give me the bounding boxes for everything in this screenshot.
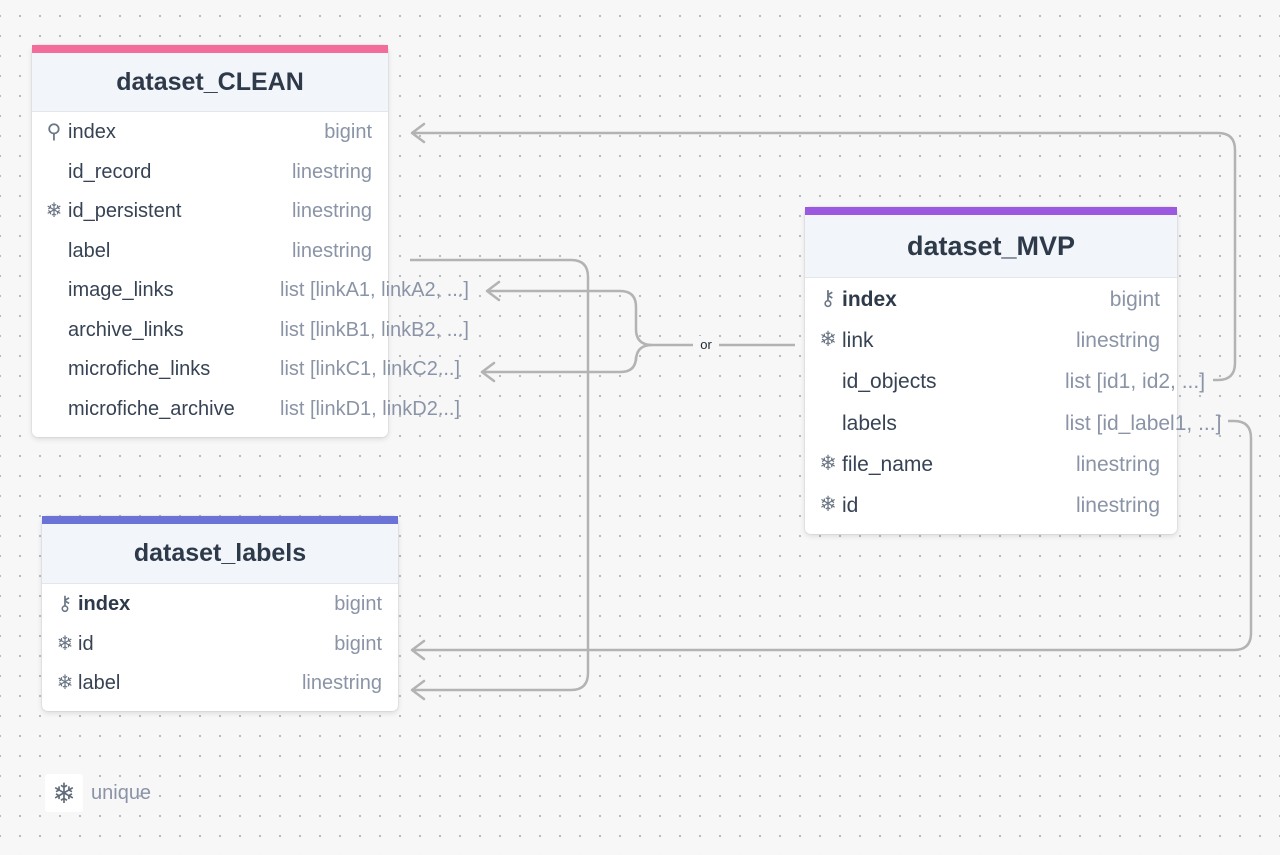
column-name: link: [842, 329, 874, 353]
column-name: id: [78, 632, 94, 655]
edge-arrowhead: [410, 639, 426, 661]
column-type: list [linkC1, linkC2...]: [280, 358, 461, 380]
key-icon: ⚷: [820, 287, 836, 311]
column-type: list [linkD1, linkD2...]: [280, 397, 461, 420]
column-row-microfiche-archive[interactable]: microfiche_archive list [linkD1, linkD2.…: [32, 389, 460, 429]
table-title: dataset_labels: [42, 524, 398, 584]
table-dataset-clean[interactable]: dataset_CLEAN ⚲ index bigint id_record l…: [32, 45, 469, 437]
edge-mvp-index-to-clean-index[interactable]: [412, 131, 1237, 382]
or-connector-label: or: [693, 336, 719, 354]
column-name: index: [78, 593, 131, 615]
column-name: archive_links: [68, 318, 184, 341]
column-type: linestring: [291, 160, 372, 183]
column-row-label[interactable]: ❄ label linestring: [42, 663, 398, 703]
table-rows: ⚲ index bigint id_record linestring ❄ id…: [32, 112, 469, 429]
column-type: bigint: [334, 632, 382, 655]
column-name: label: [78, 672, 121, 694]
edge-arrowhead: [480, 361, 496, 383]
snowflake-icon: ❄: [56, 632, 74, 655]
column-row-index[interactable]: ⚷ index bigint: [805, 278, 1177, 319]
column-type: bigint: [334, 593, 382, 615]
edge-clean-label-to-labels-label[interactable]: [410, 258, 590, 692]
edge-arrowhead: [410, 679, 426, 701]
column-name: label: [68, 239, 111, 262]
column-name: file_name: [842, 452, 934, 476]
table-dataset-labels[interactable]: dataset_labels ⚷ index bigint ❄ id bigin…: [42, 516, 398, 711]
column-row-labels[interactable]: labels list [id_label1, ...]: [805, 402, 1221, 443]
table-accent-bar: [805, 207, 1177, 215]
snowflake-icon: ❄: [45, 774, 83, 812]
column-row-index[interactable]: ⚷ index bigint: [42, 584, 398, 624]
key-icon: ⚷: [57, 593, 73, 616]
edge-or-branch-microfiche-links[interactable]: [482, 343, 653, 374]
snowflake-icon: ❄: [45, 200, 63, 223]
pin-icon: ⚲: [46, 121, 62, 144]
legend-label: unique: [91, 781, 152, 804]
column-type: list [linkB1, linkB2, ...]: [280, 318, 469, 341]
snowflake-icon: ❄: [819, 451, 837, 475]
table-accent-bar: [32, 45, 388, 53]
column-name: id_persistent: [68, 200, 182, 222]
column-name: microfiche_archive: [68, 397, 235, 420]
column-row-microfiche-links[interactable]: microfiche_links list [linkC1, linkC2...…: [32, 349, 460, 389]
edge-mvp-labels-to-labels-id[interactable]: [412, 419, 1253, 652]
column-name: index: [842, 288, 897, 311]
column-row-id[interactable]: ❄ id linestring: [805, 484, 1177, 525]
snowflake-icon: ❄: [819, 328, 837, 352]
column-type: list [id1, id2, ...]: [1065, 370, 1206, 394]
column-type: bigint: [324, 121, 372, 143]
table-title: dataset_CLEAN: [32, 53, 388, 112]
column-type: list [id_label1, ...]: [1065, 411, 1222, 435]
column-type: list [linkA1, linkA2, ...]: [280, 279, 469, 301]
column-type: linestring: [1075, 493, 1160, 517]
snowflake-icon: ❄: [56, 672, 74, 695]
edge-arrowhead: [410, 122, 426, 144]
column-name: id: [842, 493, 859, 517]
column-type: bigint: [1109, 288, 1160, 311]
column-row-archive-links[interactable]: archive_links list [linkB1, linkB2, ...]: [32, 310, 469, 350]
table-dataset-mvp[interactable]: dataset_MVP ⚷ index bigint ❄ link linest…: [805, 207, 1221, 534]
column-type: linestring: [301, 672, 382, 694]
column-name: index: [68, 121, 116, 143]
column-name: microfiche_links: [68, 358, 211, 380]
table-rows: ⚷ index bigint ❄ link linestring id_obje…: [805, 278, 1221, 525]
column-type: linestring: [291, 200, 372, 222]
column-row-id-objects[interactable]: id_objects list [id1, id2, ...]: [805, 360, 1205, 401]
column-row-image-links[interactable]: image_links list [linkA1, linkA2, ...]: [32, 270, 469, 310]
column-type: linestring: [1075, 329, 1160, 353]
column-name: image_links: [68, 279, 174, 301]
column-row-file-name[interactable]: ❄ file_name linestring: [805, 443, 1177, 484]
column-row-id[interactable]: ❄ id bigint: [42, 624, 398, 664]
table-title: dataset_MVP: [805, 215, 1177, 278]
column-row-id-persistent[interactable]: ❄ id_persistent linestring: [32, 191, 388, 231]
legend: ❄ unique: [45, 774, 151, 812]
column-row-id-record[interactable]: id_record linestring: [32, 152, 388, 192]
column-name: labels: [842, 411, 897, 435]
column-type: linestring: [1075, 452, 1160, 476]
column-row-index[interactable]: ⚲ index bigint: [32, 112, 388, 152]
column-name: id_record: [68, 160, 152, 183]
edge-arrowhead: [485, 280, 501, 302]
edge-or-branch-image-links[interactable]: [487, 289, 693, 347]
column-type: linestring: [291, 239, 372, 262]
table-rows: ⚷ index bigint ❄ id bigint ❄ label lines…: [42, 584, 398, 703]
column-row-label[interactable]: label linestring: [32, 231, 388, 271]
column-name: id_objects: [842, 370, 937, 394]
column-row-link[interactable]: ❄ link linestring: [805, 319, 1177, 360]
snowflake-icon: ❄: [819, 493, 837, 517]
table-accent-bar: [42, 516, 398, 524]
